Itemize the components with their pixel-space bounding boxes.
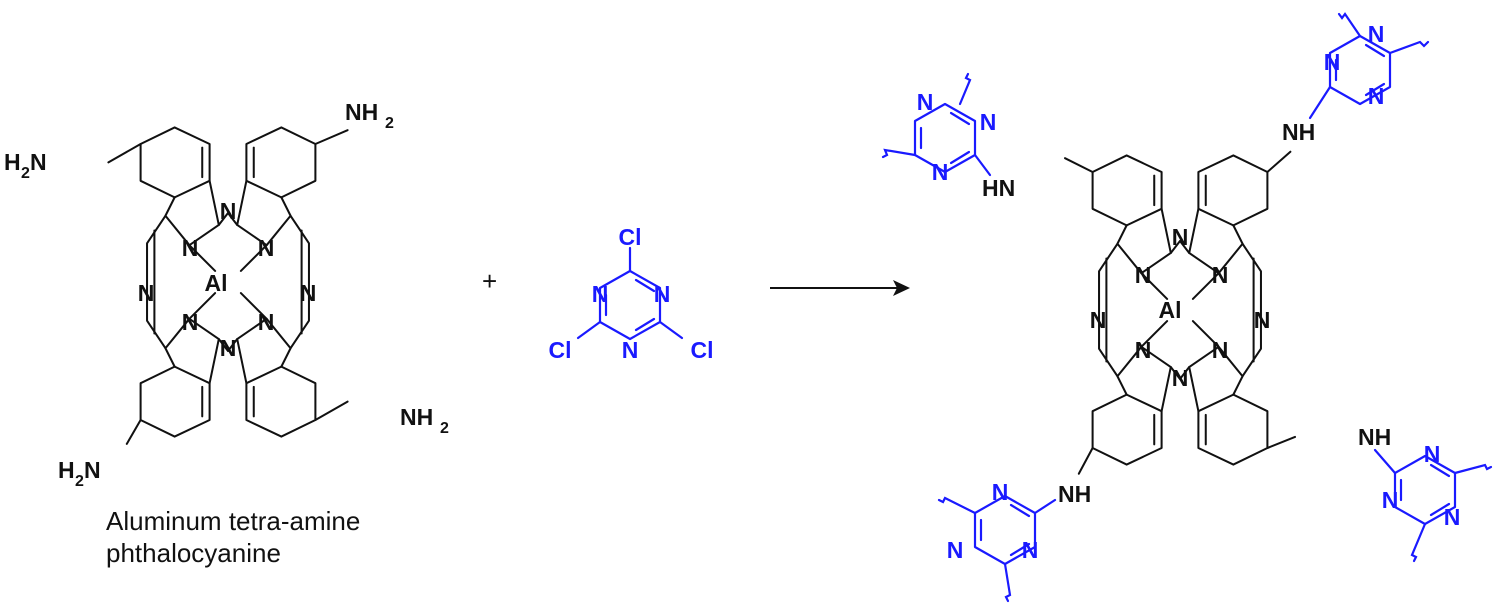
nitrogen-label: N <box>1382 487 1399 513</box>
triazine-top-left: N N N <box>881 72 997 185</box>
nitrogen-label: N <box>980 109 997 135</box>
nitrogen-label: N <box>258 309 275 335</box>
caption-line-2: phthalocyanine <box>106 538 281 568</box>
nitrogen-label: N <box>1212 337 1229 363</box>
triazine-bottom-right: N N N <box>1373 441 1493 563</box>
nitrogen-label: N <box>1212 262 1229 288</box>
reactant-cyanuric-chloride: Cl Cl Cl N N N <box>549 224 714 363</box>
amine-bottom-right: NH 2 <box>400 404 449 437</box>
reactant-atom-labels: Al N N N N N N N N NH 2 H 2 N NH 2 H 2 N <box>4 99 449 490</box>
nitrogen-label: N <box>1254 307 1271 333</box>
nitrogen-label: N <box>1368 21 1385 47</box>
nitrogen-label: N <box>1172 365 1189 391</box>
nitrogen-label: N <box>258 235 275 261</box>
secondary-amine-label: HN <box>982 175 1015 201</box>
amine-top-left: H 2 N <box>4 149 47 182</box>
amine-bottom-left: H 2 N <box>58 457 101 490</box>
amine-subscript: 2 <box>385 115 394 132</box>
nitrogen-label: N <box>1368 83 1385 109</box>
metal-label: Al <box>205 270 228 296</box>
triazine-top-right: N N N <box>1308 12 1430 120</box>
nitrogen-label: N <box>1090 307 1107 333</box>
nitrogen-label: N <box>932 159 949 185</box>
amine-prefix: H <box>58 457 75 483</box>
nitrogen-label: N <box>1022 537 1039 563</box>
nitrogen-label: N <box>947 537 964 563</box>
nitrogen-label: N <box>220 335 237 361</box>
secondary-amine-label: NH <box>1058 481 1091 507</box>
chlorine-label: Cl <box>619 224 642 250</box>
nitrogen-label: N <box>220 198 237 224</box>
amine-suffix: N <box>30 149 47 175</box>
amine-suffix: N <box>84 457 101 483</box>
product-atom-labels: Al N N N N N N N N NH HN NH NH <box>982 119 1391 507</box>
reactant-caption: Aluminum tetra-amine phthalocyanine <box>106 506 360 568</box>
amine-top-right: NH 2 <box>345 99 394 132</box>
amine-subscript: 2 <box>440 420 449 437</box>
nitrogen-label: N <box>1135 337 1152 363</box>
product-phthalocyanine <box>1063 150 1297 475</box>
amine-label: NH <box>345 99 378 125</box>
nitrogen-label: N <box>917 89 934 115</box>
chlorine-label: Cl <box>549 337 572 363</box>
nitrogen-label: N <box>1324 49 1341 75</box>
nitrogen-label: N <box>182 235 199 261</box>
triazine-bottom-left: N N N <box>937 479 1057 603</box>
nitrogen-label: N <box>1172 224 1189 250</box>
amine-subscript: 2 <box>21 165 30 182</box>
amine-label: NH <box>400 404 433 430</box>
nitrogen-label: N <box>1444 504 1461 530</box>
chlorine-label: Cl <box>691 337 714 363</box>
caption-line-1: Aluminum tetra-amine <box>106 506 360 536</box>
amine-subscript: 2 <box>75 473 84 490</box>
nitrogen-label: N <box>1424 441 1441 467</box>
product-triazines: N N N N N N N N N <box>881 12 1493 603</box>
nitrogen-label: N <box>992 479 1009 505</box>
secondary-amine-label: NH <box>1282 119 1315 145</box>
plus-sign: + <box>482 266 497 296</box>
amine-prefix: H <box>4 149 21 175</box>
secondary-amine-label: NH <box>1358 424 1391 450</box>
nitrogen-label: N <box>300 280 317 306</box>
reaction-arrow <box>770 280 910 296</box>
reactant-phthalocyanine <box>107 126 349 445</box>
nitrogen-label: N <box>654 281 671 307</box>
nitrogen-label: N <box>1135 262 1152 288</box>
metal-label: Al <box>1159 297 1182 323</box>
nitrogen-label: N <box>592 281 609 307</box>
nitrogen-label: N <box>138 280 155 306</box>
nitrogen-label: N <box>622 337 639 363</box>
nitrogen-label: N <box>182 309 199 335</box>
